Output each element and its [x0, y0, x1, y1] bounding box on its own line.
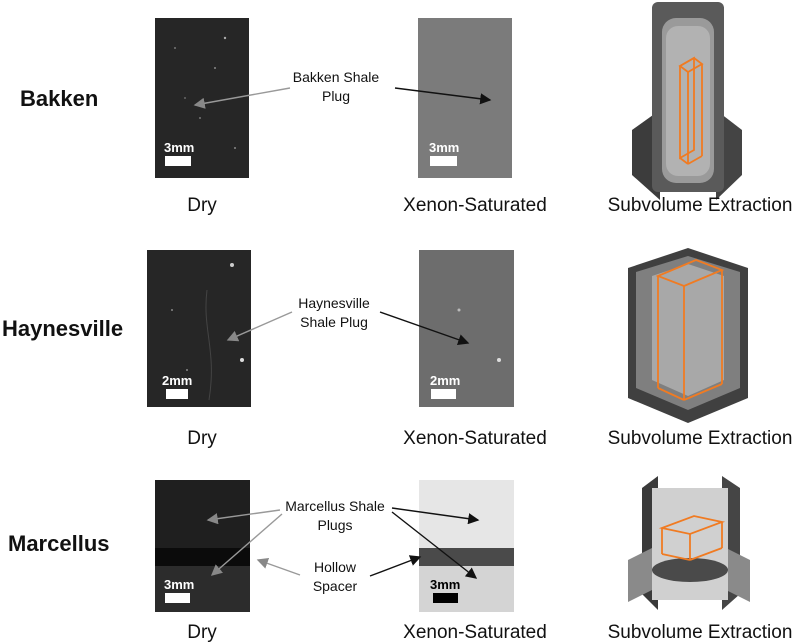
- bakken-dry-speckle: [174, 36, 236, 149]
- marcellus-dry-image: [155, 480, 250, 612]
- marcellus-subvolume-render: [628, 476, 750, 610]
- bakken-caption-subvolume: Subvolume Extraction: [607, 195, 793, 216]
- marcellus-callout-spacer: Hollow Spacer: [300, 558, 370, 596]
- haynesville-caption-dry: Dry: [187, 428, 217, 449]
- bakken-xenon-scalebar: [430, 156, 457, 166]
- marcellus-dry-spacer-band: [155, 548, 250, 566]
- row-label-bakken: Bakken: [20, 86, 99, 111]
- marcellus-xenon-scalebar: [433, 593, 458, 603]
- haynesville-caption-xenon: Xenon-Saturated: [403, 428, 547, 449]
- haynesville-xenon-speckle: [457, 308, 501, 362]
- marcellus-caption-subvolume: Subvolume Extraction: [607, 622, 793, 643]
- spacer-arrow-xenon: [369, 555, 422, 577]
- row-label-marcellus: Marcellus: [8, 531, 110, 556]
- haynesville-dry-scalebar: [166, 389, 188, 399]
- marcellus-dry-scalebar: [165, 593, 190, 603]
- haynesville-caption-subvolume: Subvolume Extraction: [607, 428, 793, 449]
- bakken-dry-scale-label: 3mm: [164, 140, 195, 155]
- marcellus-dry-scale-label: 3mm: [164, 577, 195, 592]
- bakken-caption-xenon: Xenon-Saturated: [403, 195, 547, 216]
- bakken-subvolume-render: [632, 2, 742, 200]
- haynesville-subvolume-render: [628, 248, 748, 423]
- marcellus-caption-xenon: Xenon-Saturated: [403, 622, 547, 643]
- marcellus-xenon-spacer-band: [419, 548, 514, 566]
- haynesville-xenon-scale-label: 2mm: [430, 373, 461, 388]
- haynesville-dry-speckle: [171, 263, 244, 401]
- haynesville-xenon-scalebar: [431, 389, 456, 399]
- bakken-caption-dry: Dry: [187, 195, 217, 216]
- bakken-dry-scalebar: [165, 156, 191, 166]
- haynesville-dry-scale-label: 2mm: [162, 373, 193, 388]
- marcellus-xenon-scale-label: 3mm: [430, 577, 461, 592]
- marcellus-caption-dry: Dry: [187, 622, 217, 643]
- spacer-arrow-dry: [256, 558, 301, 576]
- bakken-xenon-scale-label: 3mm: [429, 140, 460, 155]
- row-label-haynesville: Haynesville: [2, 316, 124, 341]
- haynesville-callout: Haynesville Shale Plug: [282, 294, 386, 332]
- marcellus-callout-plugs: Marcellus Shale Plugs: [276, 497, 394, 535]
- bakken-callout: Bakken Shale Plug: [286, 68, 386, 106]
